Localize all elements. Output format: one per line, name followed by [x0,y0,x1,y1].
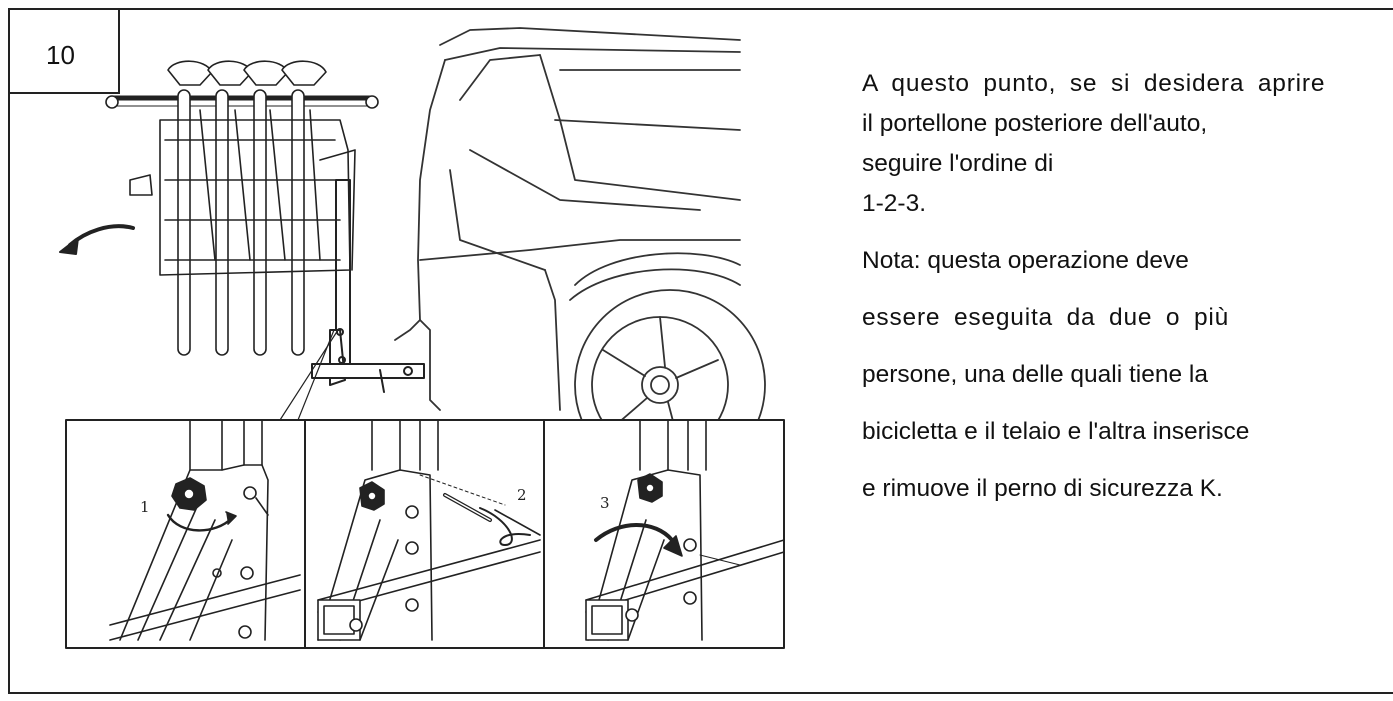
car-rear-drawing [394,27,766,481]
note-line-3: persone, una delle quali tiene la [862,361,1208,388]
detail-label-3: 3 [600,494,610,512]
instruction-line-2: il portellone posteriore dell'auto, [862,110,1208,137]
instruction-line-3: seguire l'ordine di [862,150,1054,177]
instruction-line-1: A questo punto, se si desidera aprire [862,70,1326,97]
detail-panel-3 [585,419,785,641]
detail-label-1: 1 [140,498,150,516]
note-line-1: Nota: questa operazione deve [862,247,1189,274]
note-line-4: bicicletta e il telaio e l'altra inseris… [862,418,1250,445]
detail-panels [65,419,785,649]
detail-label-2: 2 [517,486,527,504]
bike-rack-illustration: 1 2 3 [59,27,785,649]
detail-panel-1 [109,419,301,641]
instruction-line-4: 1-2-3. [862,190,927,217]
note-line-5: e rimuove il perno di sicurezza K. [862,475,1223,502]
bikes-on-rack [105,60,379,356]
instruction-text: A questo punto, se si desidera aprire il… [862,64,1392,509]
page-frame [8,8,1393,694]
tilt-arrow [68,224,135,247]
detail-panel-2 [317,419,541,641]
step-number: 10 [46,40,75,70]
step-number-box: 10 [8,8,120,94]
rack-mast [311,179,425,393]
note-line-2: essere eseguita da due o più [862,304,1230,331]
